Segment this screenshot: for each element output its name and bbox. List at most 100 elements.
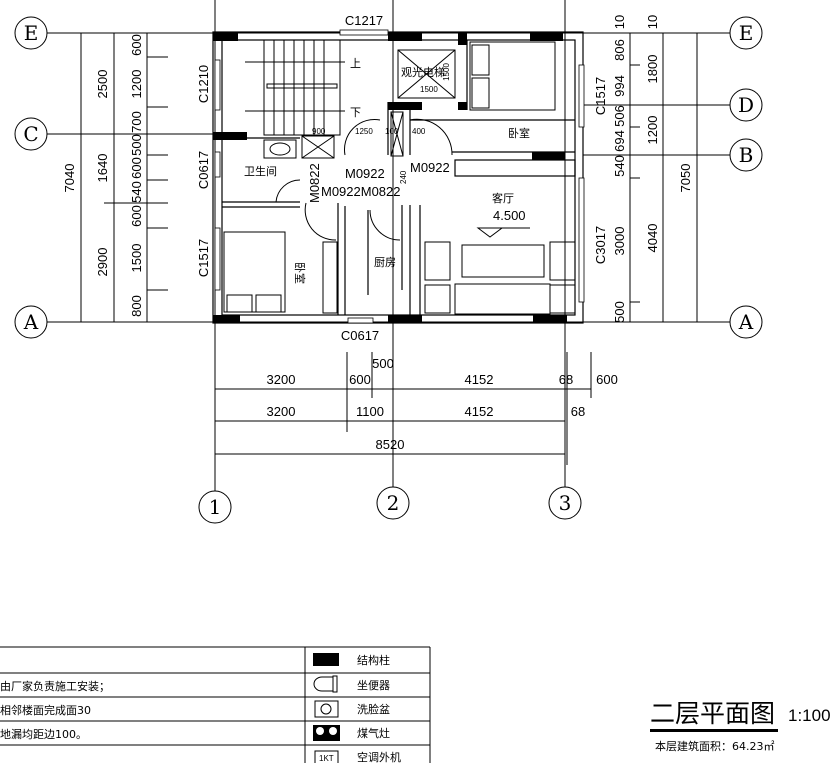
drawing-label: 10 [645, 15, 660, 29]
drawing-label: 1250 [355, 127, 373, 136]
drawing-label: 1100 [356, 404, 384, 419]
drawing-label: 3000 [612, 227, 627, 256]
gas-stove-icon [313, 725, 340, 741]
drawing-label: 700 [129, 111, 144, 133]
room-labels: 卧室 卫生间 卧室 厨房 客厅 4.500 M0922 M0922 M0822 … [244, 126, 530, 284]
washbasin-icon [314, 700, 339, 718]
right-dimensions: 7050 10 1800 1200 4040 10 806 994 506 69… [612, 15, 698, 323]
drawing-label: 540 [612, 155, 627, 177]
drawing-label: 68 [559, 372, 573, 387]
drawing-label: 240 [399, 170, 408, 184]
drawing-label: 1KT [319, 754, 334, 763]
drawing-label: 1640 [95, 154, 110, 183]
drawing-label: 994 [612, 75, 627, 97]
drawing-label: 600 [349, 372, 371, 387]
drawing-label: C1217 [345, 13, 383, 28]
staircase: 上 下 [245, 39, 361, 136]
floor-level: 4.500 [493, 208, 526, 223]
title-scale: 1:100 [788, 706, 831, 725]
drawing-label: E [24, 21, 39, 45]
drawing-label: M0922 [410, 160, 450, 175]
bathroom-label: 卫生间 [244, 164, 277, 178]
title-main: 二层平面图 [650, 699, 775, 728]
drawing-label: 600 [129, 157, 144, 179]
bed-upper [469, 41, 556, 111]
drawing-label: 7040 [62, 164, 77, 193]
drawing-label: C1210 [196, 65, 211, 103]
drawing-label: 10 [612, 15, 627, 29]
drawing-label: 1200 [129, 70, 144, 99]
drawing-label: 坐便器 [357, 679, 390, 692]
stairs-up-label: 上 [350, 57, 361, 70]
drawing-label: 600 [129, 34, 144, 56]
axis-bubble-D-right: D [729, 88, 763, 122]
drawing-label: 煤气灶 [357, 726, 390, 740]
door-swings [275, 118, 453, 241]
bedroom-lower-label: 卧室 [293, 262, 307, 284]
legend-table: 由厂家负责施工安装； 相邻楼面完成面30 地漏均距边100。 1KT 结构柱 坐… [0, 646, 431, 763]
shafts [301, 111, 404, 159]
wardrobe [322, 241, 338, 314]
drawing-label: A [738, 310, 754, 334]
drawing-label: A [23, 310, 39, 334]
drawing-label: 1200 [645, 116, 660, 145]
bedroom-upper-label: 卧室 [508, 126, 530, 140]
drawing-label: 3200 [267, 372, 296, 387]
drawing-label: 100 [385, 127, 399, 136]
note-line: 由厂家负责施工安装； [0, 679, 110, 693]
drawing-label: D [738, 93, 754, 117]
left-dimensions: 7040 2500 1640 2900 600 1200 700 500 600… [62, 33, 168, 322]
bottom-dimensions: 3200 600 500 4152 68 600 3200 1100 4152 … [215, 352, 618, 465]
axis-bubble-C-left: C [14, 117, 48, 151]
elevator: 观光电梯 1500 1500 [397, 49, 456, 99]
washbasin-fixture [263, 139, 297, 159]
structural-column-icon [313, 653, 339, 666]
drawing-label: 900 [312, 127, 326, 136]
title-area: 本层建筑面积：64.23㎡ [655, 739, 775, 753]
drawing-label: 观光电梯 [401, 65, 445, 79]
drawing-title: 二层平面图 1:100 本层建筑面积：64.23㎡ [650, 699, 831, 753]
axis-bubble-A-right: A [729, 305, 763, 339]
drawing-label: E [739, 21, 754, 45]
axis-bubble-B-right: B [729, 138, 763, 172]
drawing-label: C3017 [593, 226, 608, 264]
drawing-label: 4152 [465, 372, 494, 387]
drawing-label: 3200 [267, 404, 296, 419]
drawing-label: M0922 [345, 166, 385, 181]
drawing-label: 1500 [420, 85, 438, 94]
axis-bubble-E-left: E [14, 16, 48, 50]
drawing-label: 1800 [645, 55, 660, 84]
drawing-label: 3 [559, 491, 572, 515]
grid-lines [47, 0, 730, 491]
drawing-label: 空调外机 [357, 750, 401, 763]
drawing-label: 结构柱 [357, 653, 390, 667]
kitchen-label: 厨房 [374, 256, 396, 269]
drawing-label: 8520 [376, 437, 405, 452]
drawing-label: 2900 [95, 248, 110, 277]
window-labels: C1217 C1210 C0617 C1517 C1517 C3017 C061… [196, 13, 608, 343]
drawing-label: 7050 [678, 164, 693, 193]
drawing-label: 1 [209, 495, 222, 519]
bed-lower [223, 231, 286, 313]
drawing-label: M0822 [307, 163, 322, 203]
drawing-label: C0617 [196, 151, 211, 189]
drawing-label: 4040 [645, 224, 660, 253]
drawing-label: 68 [571, 404, 585, 419]
drawing-label: 洗脸盆 [357, 702, 390, 716]
drawing-label: 540 [129, 181, 144, 203]
stairs-down-label: 下 [350, 106, 361, 119]
note-line: 相邻楼面完成面30 [0, 703, 91, 717]
drawing-label: 506 [612, 105, 627, 127]
drawing-label: C0617 [341, 328, 379, 343]
toilet-icon [313, 675, 338, 693]
note-line: 地漏均距边100。 [0, 728, 87, 741]
drawing-label: 500 [372, 356, 394, 371]
drawing-label: 694 [612, 130, 627, 152]
drawing-label: 400 [412, 127, 426, 136]
structural-columns [213, 32, 567, 323]
drawing-label: C [23, 122, 38, 146]
drawing-label: M0922M0822 [321, 184, 401, 199]
drawing-label: 600 [596, 372, 618, 387]
drawing-label: 4152 [465, 404, 494, 419]
